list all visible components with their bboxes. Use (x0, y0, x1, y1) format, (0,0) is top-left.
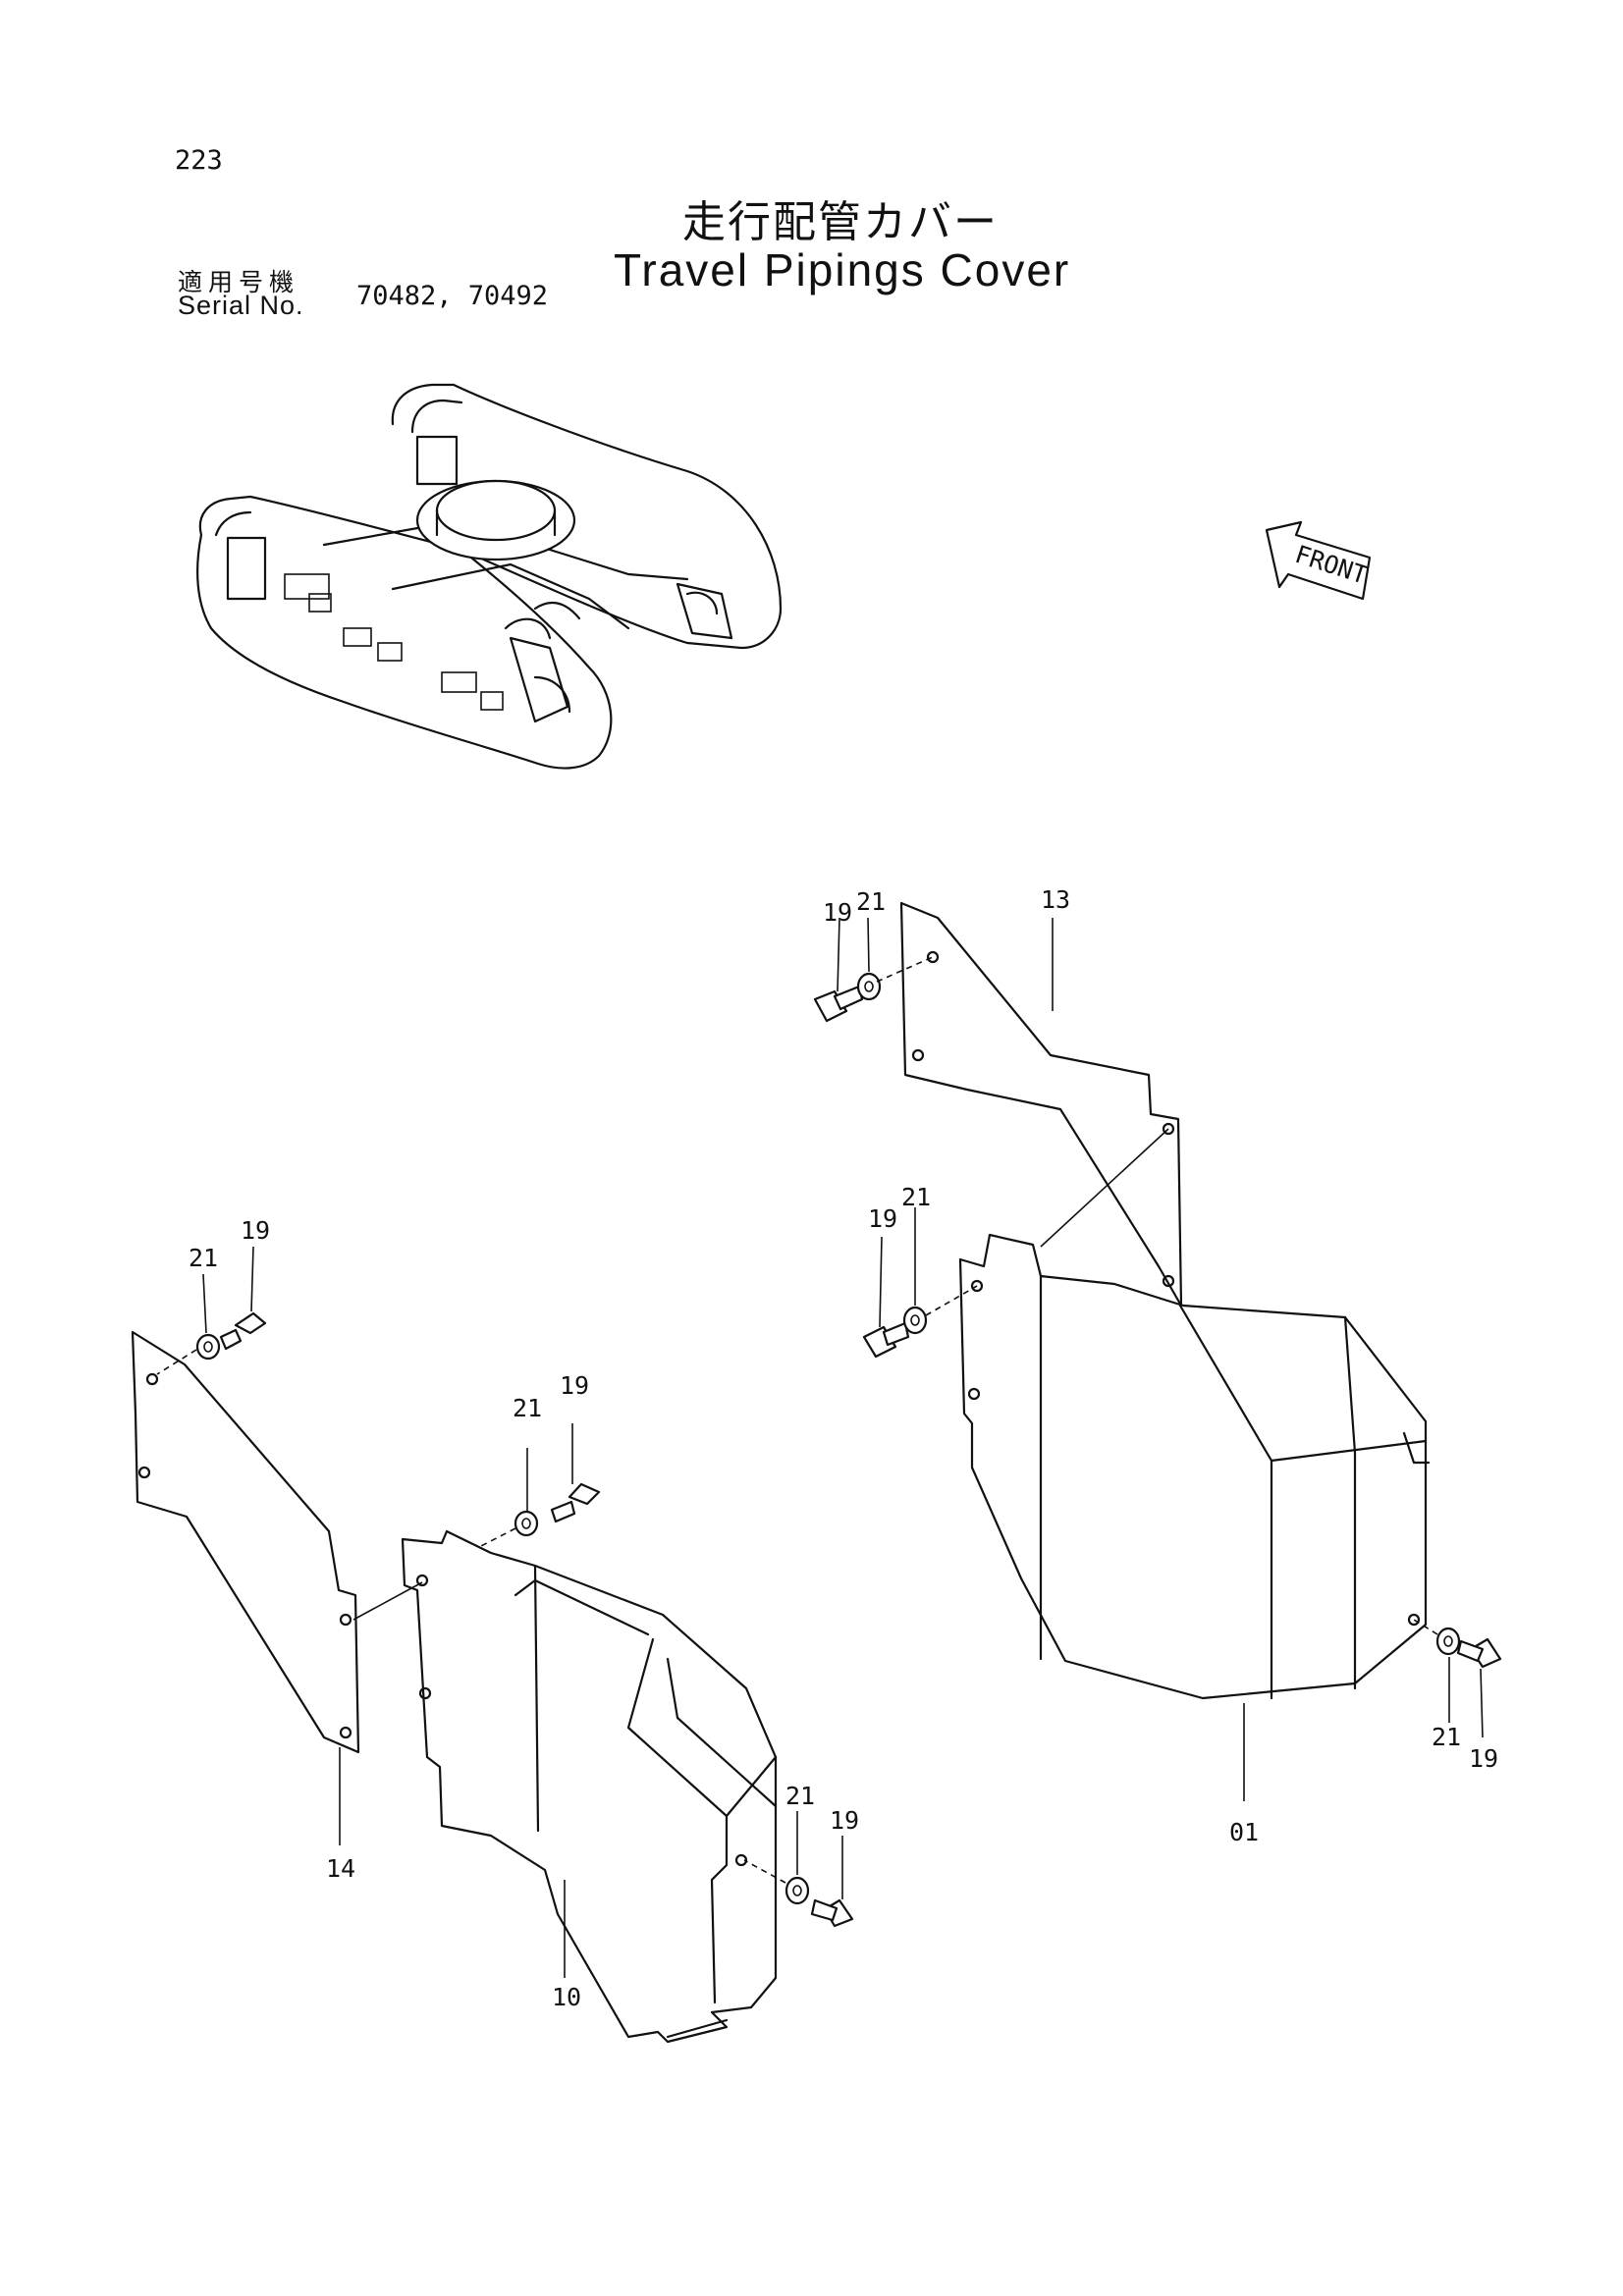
bolt-washer-set-a (813, 956, 934, 1023)
callout-01: 01 (1229, 1818, 1259, 1846)
callout-labels: 13 19 21 19 21 01 21 19 21 19 14 21 19 1… (189, 885, 1498, 2011)
part-10-cover (401, 1529, 778, 2044)
callout-19: 19 (1469, 1744, 1498, 1773)
callout-19: 19 (560, 1371, 589, 1400)
front-arrow-icon: FRONT (1265, 520, 1372, 601)
callout-19: 19 (868, 1204, 897, 1233)
bolt-washer-set-b (862, 1128, 1169, 1359)
callout-21: 21 (901, 1183, 931, 1211)
callout-21: 21 (856, 887, 886, 916)
callout-21: 21 (513, 1394, 542, 1422)
serial-numbers: 70482, 70492 (356, 281, 549, 311)
title-japanese: 走行配管カバー (682, 197, 999, 247)
serial-label-english: Serial No. (178, 291, 304, 320)
callout-19: 19 (241, 1216, 270, 1245)
title-english: Travel Pipings Cover (614, 244, 1071, 295)
part-13-plate (899, 901, 1183, 1308)
part-01-cover (958, 1233, 1431, 1700)
callout-19: 19 (830, 1806, 859, 1835)
callout-14: 14 (326, 1854, 355, 1883)
callout-21: 21 (1432, 1723, 1461, 1751)
page-number: 223 (175, 145, 223, 176)
bolt-washer-set-c (1413, 1619, 1502, 1669)
assembly-line-14-10 (352, 1581, 423, 1621)
bolt-washer-set-e (480, 1482, 601, 1547)
callout-21: 21 (785, 1782, 815, 1810)
callout-21: 21 (189, 1244, 218, 1272)
callout-13: 13 (1041, 885, 1070, 914)
leader-lines (202, 917, 1484, 1978)
undercarriage-overview (196, 383, 783, 770)
serial-label-japanese: 適用号機 (178, 268, 300, 296)
part-14-plate (131, 1330, 360, 1754)
callout-19: 19 (823, 898, 852, 927)
bolt-washer-set-f (743, 1859, 854, 1928)
callout-10: 10 (552, 1983, 581, 2011)
bolt-washer-set-d (156, 1311, 267, 1375)
